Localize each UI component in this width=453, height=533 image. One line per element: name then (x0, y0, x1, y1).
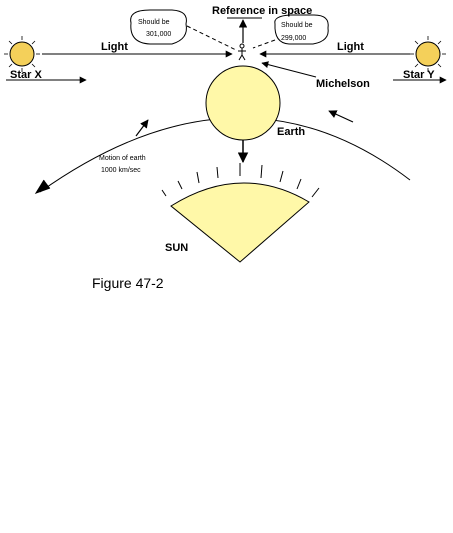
motion-label-line1: Motion of earth (99, 155, 146, 162)
star-x-icon (4, 36, 40, 72)
sun-sector (170, 182, 310, 263)
observer-figure-icon (238, 43, 246, 61)
star-y-label: Star Y (403, 69, 435, 81)
bubble-right-tail (252, 39, 276, 49)
bubble-left-tail (186, 25, 237, 51)
earth-globe (205, 65, 281, 141)
figure-caption: Figure 47-2 (92, 275, 164, 291)
star-y-icon (410, 36, 446, 72)
orbit-arrow-left (34, 179, 51, 194)
reference-label: Reference in space (212, 5, 312, 17)
light-right-label: Light (337, 41, 364, 53)
bubble-left-line1: Should be (138, 19, 170, 26)
motion-label-line2: 1000 km/sec (101, 167, 141, 174)
earth-label: Earth (277, 126, 305, 138)
michelson-pointer (261, 61, 317, 78)
bubble-left-line2: 301,000 (146, 31, 171, 38)
bubble-left (130, 9, 187, 45)
bubble-right (274, 14, 329, 45)
michelson-label: Michelson (316, 78, 370, 90)
light-left-label: Light (101, 41, 128, 53)
bubble-right-line1: Should be (281, 22, 313, 29)
bubble-right-line2: 299,000 (281, 35, 306, 42)
star-x-label: Star X (10, 69, 42, 81)
orbit-arrow-right (328, 110, 354, 123)
sun-label: SUN (165, 242, 188, 254)
sun-rays (161, 163, 320, 198)
orbit-arrow-top-left (135, 119, 149, 137)
